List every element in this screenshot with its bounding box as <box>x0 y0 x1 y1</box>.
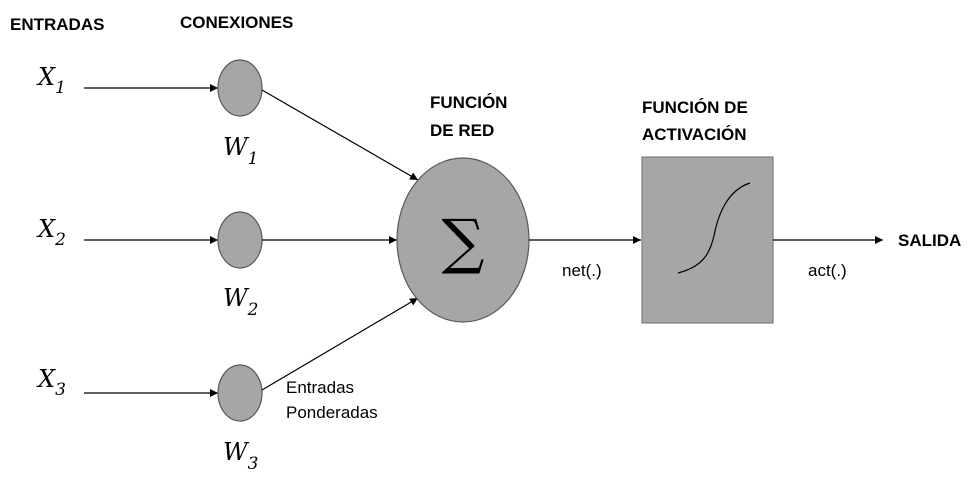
input-x2-var: X <box>36 215 56 243</box>
input-x3-label: X3 <box>36 365 66 400</box>
weight-w2-label: W2 <box>223 284 259 320</box>
header-conexiones: CONEXIONES <box>180 13 293 32</box>
act-label: act(.) <box>808 261 847 280</box>
header-funcion-activacion-line1: FUNCIÓN DE <box>642 98 748 117</box>
header-funcion-red-line2: DE RED <box>430 121 494 140</box>
weight-node-1 <box>217 59 263 117</box>
summation-icon: ∑ <box>442 207 485 277</box>
weight-node-2 <box>217 211 263 269</box>
weight-w1-sub: 1 <box>248 149 259 169</box>
input-x3-var: X <box>36 365 56 393</box>
input-x3-sub: 3 <box>55 380 66 400</box>
weight-w3-sub: 3 <box>248 454 259 474</box>
header-funcion-activacion-line2: ACTIVACIÓN <box>642 125 747 144</box>
output-label-salida: SALIDA <box>898 231 961 250</box>
weight-w1-var: W <box>223 133 250 161</box>
weight-w1-label: W1 <box>223 133 259 169</box>
activation-box <box>641 156 774 324</box>
weight-w2-var: W <box>223 284 250 312</box>
weighted-inputs-label-line1: Entradas <box>286 378 354 397</box>
weight-w3-var: W <box>223 438 250 466</box>
weighted-inputs-label-line2: Ponderadas <box>286 403 378 422</box>
input-x2-label: X2 <box>36 215 66 250</box>
weight-node-3 <box>217 364 263 422</box>
weight-w3-label: W3 <box>223 438 259 474</box>
weighted-edge-1 <box>261 89 419 181</box>
weighted-edge-3 <box>261 297 419 391</box>
net-label: net(.) <box>562 261 602 280</box>
header-entradas: ENTRADAS <box>10 15 104 34</box>
input-x1-label: X1 <box>36 63 66 98</box>
sigmoid-curve-icon <box>677 182 751 274</box>
header-funcion-red-line1: FUNCIÓN <box>430 93 507 112</box>
input-x2-sub: 2 <box>54 230 66 250</box>
input-x1-var: X <box>36 63 56 91</box>
input-x1-sub: 1 <box>55 78 66 98</box>
weight-w2-sub: 2 <box>247 300 259 320</box>
